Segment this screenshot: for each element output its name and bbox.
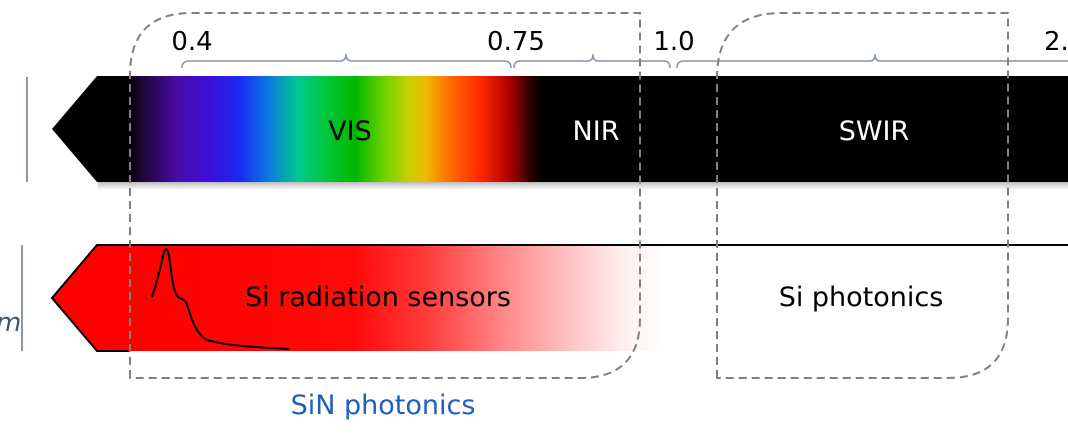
tech-label-si-radiation-sensors: Si radiation sensors bbox=[245, 282, 511, 313]
radiation-response-curve bbox=[151, 247, 291, 350]
region-box-sin-photonics bbox=[129, 12, 641, 379]
bracket-swir bbox=[676, 53, 1068, 69]
tick-label-2: 2. bbox=[1044, 27, 1068, 57]
technology-bar-fill bbox=[128, 245, 668, 351]
tick-label-0-4: 0.4 bbox=[171, 27, 212, 57]
visible-spectrum-gradient bbox=[128, 76, 542, 182]
tech-label-si-photonics: Si photonics bbox=[779, 282, 944, 313]
tick-label-1-0: 1.0 bbox=[653, 27, 694, 57]
region-label-sin-photonics: SiN photonics bbox=[291, 390, 476, 421]
bracket-nir bbox=[513, 53, 671, 69]
band-label-vis: VIS bbox=[328, 116, 372, 147]
band-label-swir: SWIR bbox=[839, 116, 910, 147]
left-edge-text: m bbox=[0, 308, 21, 338]
region-box-si-photonics bbox=[716, 12, 1009, 379]
band-label-nir: NIR bbox=[573, 116, 620, 147]
spectrum-arrow-head bbox=[52, 76, 130, 182]
spectrum-bar-shadow bbox=[98, 182, 1068, 190]
bracket-vis bbox=[181, 53, 512, 69]
tick-label-0-75: 0.75 bbox=[487, 27, 545, 57]
technology-arrow-head bbox=[50, 244, 131, 352]
